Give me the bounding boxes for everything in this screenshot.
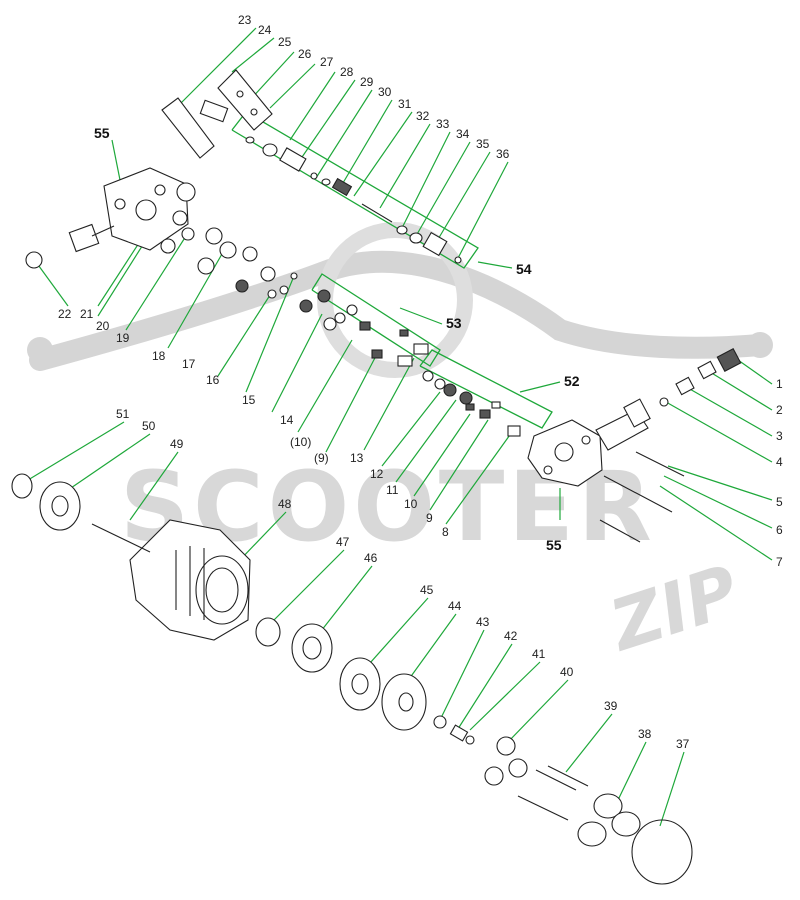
label-26: 26 (298, 47, 312, 61)
label-35: 35 (476, 137, 490, 151)
label-33: 33 (436, 117, 450, 131)
valve-chain-54 (245, 136, 462, 264)
label-24: 24 (258, 23, 272, 37)
part-46-hole (302, 636, 322, 660)
assembly-labels: 52 53 54 55 55 (94, 125, 580, 553)
label-19: 19 (116, 331, 130, 345)
part-55-manifold-left (68, 167, 189, 253)
rings-15-18 (197, 227, 298, 299)
label-38: 38 (638, 727, 652, 741)
label-10: 10 (404, 497, 418, 511)
part-23 (161, 97, 215, 159)
pistons-5-7 (599, 451, 685, 543)
label-36: 36 (496, 147, 510, 161)
assembly-box-53 (311, 273, 441, 367)
label-50: 50 (142, 419, 156, 433)
fittings-1-4 (659, 347, 742, 407)
assembly-box-52 (419, 349, 553, 429)
label-18: 18 (152, 349, 166, 363)
label-28: 28 (340, 65, 354, 79)
label-49: 49 (170, 437, 184, 451)
label-7: 7 (776, 555, 783, 569)
label-16: 16 (206, 373, 220, 387)
assembly-box-54 (231, 111, 479, 269)
assembly-label-55-bottom: 55 (546, 537, 562, 553)
label-41: 41 (532, 647, 546, 661)
part-50-hole (51, 495, 69, 517)
label-22: 22 (58, 307, 72, 321)
assembly-label-52: 52 (564, 373, 580, 389)
seals-19-20 (160, 210, 195, 254)
part-49-shaft (91, 523, 151, 553)
part-48-crankcase (129, 519, 251, 641)
label-13: 13 (350, 451, 364, 465)
label-8: 8 (442, 525, 449, 539)
parts (11, 69, 742, 885)
label-5: 5 (776, 495, 783, 509)
part-39-plungers (517, 765, 589, 821)
label-32: 32 (416, 109, 430, 123)
label-4: 4 (776, 455, 783, 469)
label-44: 44 (448, 599, 462, 613)
label-27: 27 (320, 55, 334, 69)
part-37-oring (631, 819, 693, 885)
label-47: 47 (336, 535, 350, 549)
part-51 (11, 473, 33, 499)
part-24 (217, 69, 273, 131)
label-3: 3 (776, 429, 783, 443)
label-14: 14 (280, 413, 294, 427)
watermark-suffix: ZIP (599, 549, 748, 667)
part-44-hole (398, 692, 414, 712)
assembly-53-parts (299, 289, 429, 367)
label-2: 2 (776, 403, 783, 417)
label-29: 29 (360, 75, 374, 89)
label-31: 31 (398, 97, 412, 111)
assembly-52-parts (422, 370, 521, 437)
label-45: 45 (420, 583, 434, 597)
part-number-labels: 1 2 3 4 5 6 7 8 9 (9) 10 (10) 11 12 13 1… (58, 13, 783, 751)
label-43: 43 (476, 615, 490, 629)
label-48: 48 (278, 497, 292, 511)
part-45-hub (351, 673, 369, 695)
label-51: 51 (116, 407, 130, 421)
label-10-paren: (10) (290, 435, 311, 449)
label-39: 39 (604, 699, 618, 713)
label-34: 34 (456, 127, 470, 141)
part-55-manifold-right (527, 398, 651, 487)
label-9: 9 (426, 511, 433, 525)
assembly-label-54: 54 (516, 261, 532, 277)
assembly-label-55-top: 55 (94, 125, 110, 141)
label-20: 20 (96, 319, 110, 333)
label-17: 17 (182, 357, 196, 371)
label-11: 11 (386, 483, 399, 497)
label-46: 46 (364, 551, 378, 565)
label-9-paren: (9) (314, 451, 329, 465)
part-21 (176, 182, 196, 202)
label-6: 6 (776, 523, 783, 537)
part-47 (255, 617, 281, 647)
leader-lines (27, 27, 773, 827)
label-21: 21 (80, 307, 94, 321)
label-37: 37 (676, 737, 690, 751)
label-25: 25 (278, 35, 292, 49)
parts-40-43 (433, 715, 528, 786)
part-38-springs (577, 793, 641, 847)
label-1: 1 (776, 377, 783, 391)
label-30: 30 (378, 85, 392, 99)
label-23: 23 (238, 13, 252, 27)
part-25 (199, 99, 229, 123)
assembly-label-53: 53 (446, 315, 462, 331)
label-42: 42 (504, 629, 518, 643)
label-12: 12 (370, 467, 384, 481)
label-15: 15 (242, 393, 256, 407)
label-40: 40 (560, 665, 574, 679)
part-22 (25, 251, 43, 269)
